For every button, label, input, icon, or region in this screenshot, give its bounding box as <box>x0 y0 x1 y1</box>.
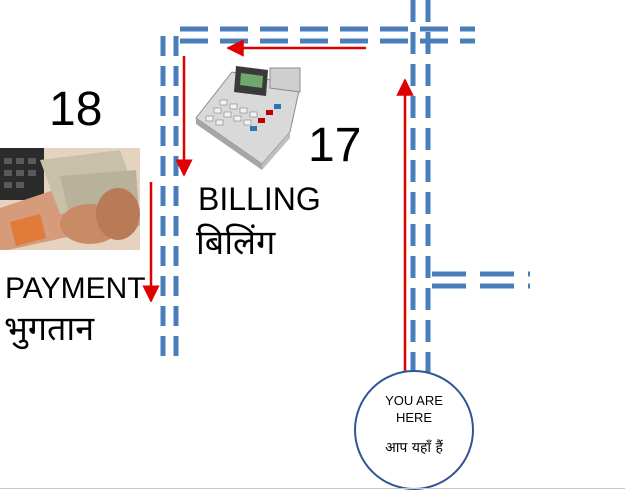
payment-station-number: 18 <box>49 83 103 136</box>
you-are-here-text: YOU ARE HERE आप यहाँ हैं <box>364 393 464 457</box>
billing-station-number: 17 <box>308 119 362 172</box>
payment-label-hi: भुगतान <box>4 309 95 349</box>
payment-label-en: PAYMENT <box>5 272 146 305</box>
bottom-divider <box>0 488 625 489</box>
cash-money-icon <box>0 148 140 250</box>
direction-arrows <box>142 39 414 372</box>
you-are-here-hindi: आप यहाँ हैं <box>385 439 443 456</box>
you-are-here-line2: HERE <box>395 409 433 425</box>
you-are-here-marker <box>354 370 474 490</box>
billing-label-hi: बिलिंग <box>196 223 276 263</box>
cash-register-icon <box>195 66 301 170</box>
you-are-here-line1: YOU ARE <box>385 393 443 408</box>
billing-label-en: BILLING <box>198 181 321 217</box>
